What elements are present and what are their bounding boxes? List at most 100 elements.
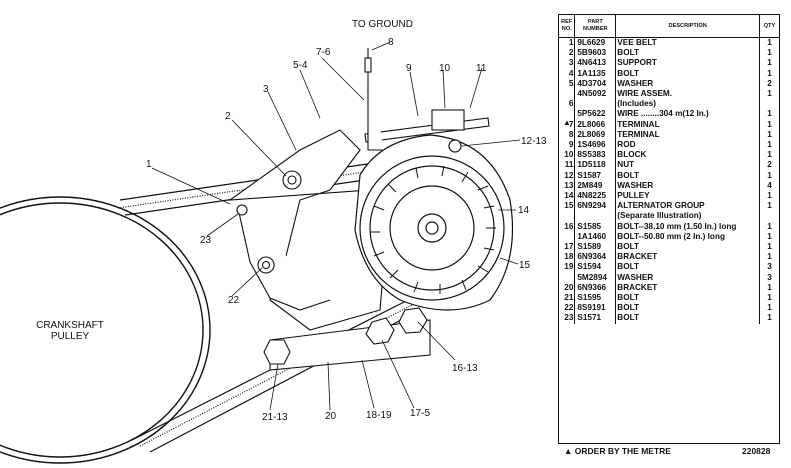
- description-cell: WIRE ASSEM.: [615, 89, 761, 100]
- description-cell: WASHER: [615, 180, 761, 192]
- callout-21-13: 21-13: [262, 412, 288, 423]
- description-header: DESCRIPTION: [615, 15, 761, 38]
- crankshaft-label-1: CRANKSHAFT: [36, 320, 104, 331]
- ref-cell: 1: [559, 37, 576, 49]
- description-cell: VEE BELT: [615, 37, 761, 49]
- callout-20: 20: [325, 411, 337, 422]
- callout-leaders: [151, 41, 521, 411]
- ref-cell: 13: [559, 180, 576, 192]
- alternator: [354, 134, 514, 311]
- part-number-cell: 8S9191: [574, 303, 617, 314]
- part-number-cell: [574, 211, 617, 222]
- ref-cell: 18: [559, 252, 576, 263]
- callout-15: 15: [519, 260, 531, 271]
- qty-cell: 1: [767, 140, 772, 150]
- part-number-cell: 6N9364: [574, 252, 617, 263]
- ref-header: REF NO.: [559, 15, 576, 38]
- part-number-header: PART NUMBER: [574, 15, 617, 38]
- qty-cell: 1: [767, 68, 772, 78]
- part-number-cell: 4D3704: [574, 78, 617, 90]
- part-number-cell: 9L6629: [574, 37, 617, 49]
- ground-label: TO GROUND: [352, 19, 413, 30]
- qty-cell: 4: [767, 180, 772, 190]
- ref-cell: 20: [559, 282, 576, 294]
- part-number-cell: 6N9294: [574, 201, 617, 212]
- description-cell: NUT: [615, 160, 761, 171]
- callout-7-6: 7-6: [316, 47, 331, 58]
- ref-cell: 16: [559, 221, 576, 232]
- callout-18-19: 18-19: [366, 410, 392, 421]
- description-cell: BOLT: [615, 313, 761, 324]
- part-number-cell: 4N8225: [574, 191, 617, 202]
- description-cell: BOLT--50.80 mm (2 In.) long: [615, 231, 761, 243]
- part-number-cell: S1594: [574, 262, 617, 273]
- qty-cell: 1: [767, 221, 772, 231]
- description-cell: BOLT--38.10 mm (1.50 In.) long: [615, 221, 761, 232]
- illustration-number: 220828: [742, 446, 771, 456]
- part-number-cell: S1589: [574, 242, 617, 253]
- description-cell: WASHER: [615, 78, 761, 90]
- qty-cell: 1: [767, 252, 772, 262]
- qty-cell: 1: [767, 89, 772, 99]
- description-cell: BRACKET: [615, 252, 761, 263]
- description-cell: SUPPORT: [615, 58, 761, 69]
- ref-cell: 11: [559, 160, 576, 171]
- exploded-diagram: CRANKSHAFT PULLEY: [0, 19, 547, 464]
- description-cell: (Includes): [615, 99, 761, 110]
- part-number-cell: 5P5622: [574, 109, 617, 120]
- part-number-cell: 1A1460: [574, 231, 617, 243]
- callout-5-4: 5-4: [293, 60, 308, 71]
- part-number-cell: 2M849: [574, 180, 617, 192]
- metre-marker: ▲: [563, 118, 571, 127]
- ref-cell: 10: [559, 150, 576, 161]
- crankshaft-label-2: PULLEY: [51, 331, 90, 342]
- ref-cell: 8: [559, 129, 576, 141]
- qty-cell: 1: [767, 48, 772, 58]
- qty-cell: 1: [767, 293, 772, 303]
- qty-cell: 3: [767, 262, 772, 272]
- callout-16-13: 16-13: [452, 363, 478, 374]
- qty-cell: 1: [767, 38, 772, 47]
- crankshaft-pulley: [0, 196, 211, 464]
- qty-cell: 1: [767, 150, 772, 160]
- qty-cell: 1: [767, 242, 772, 252]
- callout-22: 22: [228, 295, 240, 306]
- part-number-cell: [574, 99, 617, 110]
- qty-cell: 3: [767, 272, 772, 282]
- qty-cell: 2: [767, 160, 772, 170]
- qty-cell: 2: [767, 78, 772, 88]
- ref-cell: [559, 211, 576, 222]
- qty-cell: 1: [767, 201, 772, 211]
- qty-cell: 1: [767, 191, 772, 201]
- qty-header: QTY: [759, 15, 779, 38]
- part-number-cell: 6N9366: [574, 282, 617, 294]
- ref-cell: 9: [559, 140, 576, 151]
- ref-cell: 5: [559, 78, 576, 90]
- part-number-cell: 5B9603: [574, 48, 617, 59]
- description-cell: BRACKET: [615, 282, 761, 294]
- qty-cell: 1: [767, 129, 772, 139]
- description-cell: BOLT: [615, 48, 761, 59]
- callout-8: 8: [388, 37, 394, 48]
- description-cell: BOLT: [615, 68, 761, 79]
- callout-1: 1: [146, 159, 152, 170]
- qty-cell: 1: [767, 313, 772, 323]
